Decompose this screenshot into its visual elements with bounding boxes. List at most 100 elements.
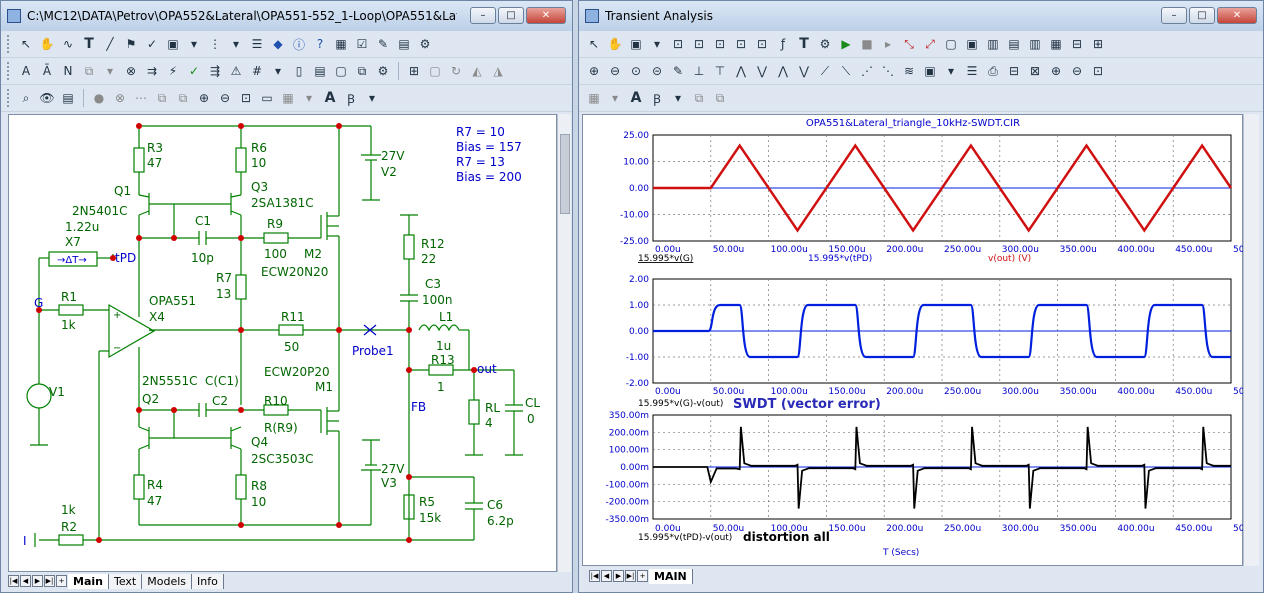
node-icon[interactable]: ⋮ xyxy=(209,37,221,51)
last-page-icon[interactable]: ▶| xyxy=(625,570,636,582)
restore-button[interactable]: □ xyxy=(498,7,524,24)
window-icon[interactable]: ⧉ xyxy=(357,63,367,78)
chevron-down-icon[interactable]: ▾ xyxy=(190,37,198,51)
select-pointer-icon[interactable]: ↖ xyxy=(588,37,600,51)
restore-button[interactable]: □ xyxy=(1189,7,1215,24)
highlight-icon[interactable]: Ꞵ xyxy=(347,91,355,106)
font-icon[interactable]: A xyxy=(630,90,642,106)
page-icon[interactable]: ▦ xyxy=(1050,37,1062,51)
last-page-icon[interactable]: ▶| xyxy=(44,575,55,587)
peak-icon[interactable]: ⊤ xyxy=(714,64,726,78)
slope-icon[interactable]: ⟋ xyxy=(820,63,830,78)
chevron-down-icon[interactable]: ▾ xyxy=(305,91,313,105)
wire-icon[interactable]: ∿ xyxy=(62,37,74,51)
help-icon[interactable]: ? xyxy=(316,37,324,51)
library-icon[interactable]: ▦ xyxy=(335,37,347,51)
prev-page-icon[interactable]: ◀ xyxy=(20,575,31,587)
copy-icon[interactable]: ⧉ xyxy=(157,90,167,105)
edit-icon[interactable]: ✎ xyxy=(377,37,389,51)
fit-icon[interactable]: ⊠ xyxy=(1029,64,1041,78)
valley-icon[interactable]: ⋁ xyxy=(757,64,767,78)
paste-icon[interactable]: ⧉ xyxy=(178,90,188,105)
zoom-in-icon[interactable]: ⊕ xyxy=(198,91,210,105)
chevron-down-icon[interactable]: ▾ xyxy=(653,37,661,51)
font-icon[interactable]: A xyxy=(324,90,336,106)
chevron-down-icon[interactable]: ▾ xyxy=(274,64,282,78)
check-icon[interactable]: ✓ xyxy=(146,37,158,51)
camera-icon[interactable]: ▭ xyxy=(261,91,273,105)
more-icon[interactable]: ⋯ xyxy=(135,91,147,105)
box-icon[interactable]: ▢ xyxy=(429,64,441,78)
valley-icon[interactable]: ⋁ xyxy=(799,64,809,78)
zoom-in-icon[interactable]: ⊕ xyxy=(588,64,600,78)
page-icon[interactable]: ▥ xyxy=(1029,37,1041,51)
window-icon[interactable]: ▢ xyxy=(945,37,957,51)
mirror-icon[interactable]: ◮ xyxy=(493,64,503,78)
binoculars-icon[interactable]: 👁 xyxy=(39,91,55,105)
scope-icon[interactable]: ⊡ xyxy=(714,37,726,51)
flag-icon[interactable]: ⚑ xyxy=(125,37,137,51)
transient-titlebar[interactable]: Transient Analysis – □ ✕ xyxy=(579,1,1263,31)
add-page-icon[interactable]: + xyxy=(637,570,648,582)
grid-icon[interactable]: ▦ xyxy=(282,91,294,105)
stop-icon[interactable]: ● xyxy=(93,91,105,105)
close-button[interactable]: ✕ xyxy=(526,7,566,24)
grid-list-icon[interactable]: ☰ xyxy=(251,37,263,51)
fit-icon[interactable]: ⊟ xyxy=(1008,64,1020,78)
split-icon[interactable]: ⊟ xyxy=(1071,37,1083,51)
slope-icon[interactable]: ⋱ xyxy=(882,64,894,78)
schematic-vertical-scrollbar[interactable] xyxy=(557,114,571,572)
close-button[interactable]: ✕ xyxy=(1217,7,1257,24)
page-icon[interactable]: ▯ xyxy=(295,64,303,78)
tab-text[interactable]: Text xyxy=(108,573,143,589)
find-icon[interactable]: ⌕ xyxy=(22,90,30,105)
function-icon[interactable]: ƒ xyxy=(780,37,786,51)
zoom-icon[interactable]: ⊙ xyxy=(630,64,642,78)
highlight-icon[interactable]: Ꞵ xyxy=(653,91,661,106)
component-icon[interactable]: ◆ xyxy=(273,37,283,51)
pan-hand-icon[interactable]: ✋ xyxy=(39,37,55,51)
attribute-icon[interactable]: A xyxy=(21,64,31,78)
grid-icon[interactable]: # xyxy=(251,64,263,78)
tab-info[interactable]: Info xyxy=(192,573,224,589)
zoom-in-icon[interactable]: ⊕ xyxy=(1050,64,1062,78)
chevron-down-icon[interactable]: ▾ xyxy=(611,91,619,105)
tab-models[interactable]: Models xyxy=(142,573,192,589)
grid-icon[interactable]: ▦ xyxy=(588,91,600,105)
zoom-fit-icon[interactable]: ⊡ xyxy=(1092,64,1104,78)
scrollbar-thumb[interactable] xyxy=(560,134,570,214)
tab-main[interactable]: MAIN xyxy=(649,568,693,584)
prev-page-icon[interactable]: ◀ xyxy=(601,570,612,582)
flash-icon[interactable]: ⚡ xyxy=(168,64,178,78)
peak-icon[interactable]: ⋀ xyxy=(736,64,746,78)
window-icon[interactable]: ▣ xyxy=(167,37,179,51)
edit-icon[interactable]: ✎ xyxy=(672,64,684,78)
align-icon[interactable]: ⊞ xyxy=(408,64,420,78)
copy-icon[interactable]: ⧉ xyxy=(694,90,704,105)
select-pointer-icon[interactable]: ↖ xyxy=(20,37,32,51)
properties-icon[interactable]: ▤ xyxy=(398,37,410,51)
paste-icon[interactable]: ⧉ xyxy=(715,90,725,105)
plot-vertical-scrollbar[interactable] xyxy=(1243,114,1259,566)
chevron-down-icon[interactable]: ▾ xyxy=(368,91,376,105)
zoom-fit-icon[interactable]: ⊡ xyxy=(240,91,252,105)
settings-icon[interactable]: ⚙ xyxy=(377,64,389,78)
text-tool-icon[interactable]: T xyxy=(799,36,809,52)
check-green-icon[interactable]: ✓ xyxy=(188,64,200,78)
plot-canvas[interactable]: OPA551&Lateral_triangle_10kHz-SWDT.CIR 2… xyxy=(582,114,1264,566)
page-setup-icon[interactable]: ▤ xyxy=(62,91,74,105)
settings-icon[interactable]: ⚙ xyxy=(819,37,831,51)
attribute-text-icon[interactable]: Ā xyxy=(42,64,52,78)
info-icon[interactable]: ⓘ xyxy=(292,37,305,52)
peak-icon[interactable]: ⊥ xyxy=(693,64,705,78)
next-page-icon[interactable]: ▶ xyxy=(613,570,624,582)
slope-icon[interactable]: ⋰ xyxy=(861,64,873,78)
pin-icon[interactable]: ⊗ xyxy=(125,64,137,78)
cursor-icon[interactable]: ⤡ xyxy=(904,36,914,51)
flip-icon[interactable]: ◭ xyxy=(472,64,482,78)
arrow-right-icon[interactable]: ⇉ xyxy=(146,64,158,78)
chevron-down-icon[interactable]: ▾ xyxy=(232,37,240,51)
cursor-icon[interactable]: ⤢ xyxy=(925,36,935,51)
text-tool-icon[interactable]: T xyxy=(84,36,94,52)
chevron-down-icon[interactable]: ▾ xyxy=(947,64,955,78)
